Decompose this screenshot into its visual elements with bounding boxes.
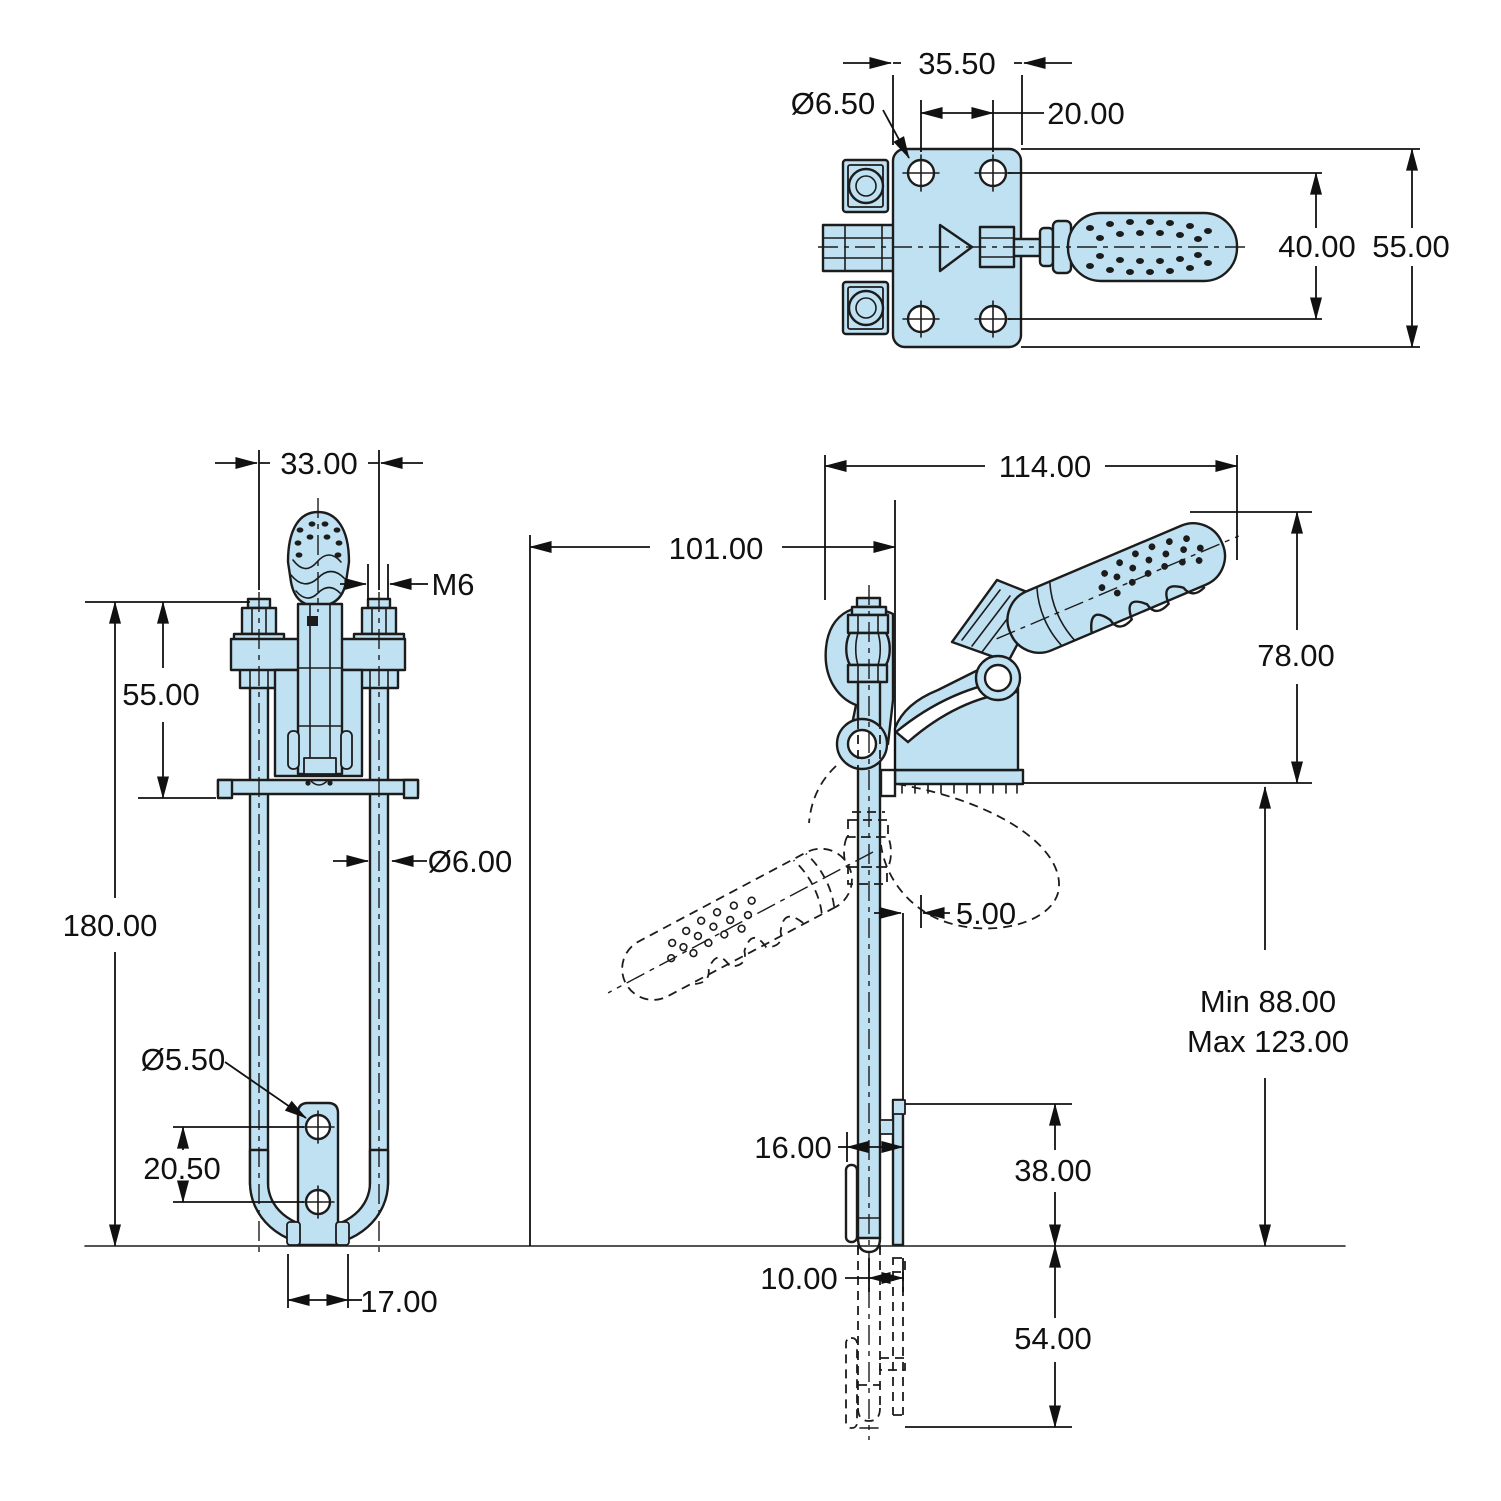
dim-body-height: 55.00 xyxy=(85,601,250,799)
dim-label-114-00: 114.00 xyxy=(999,449,1092,484)
front-view xyxy=(216,498,420,1255)
handle-grip-side xyxy=(996,522,1239,654)
plate-holes xyxy=(902,154,1012,338)
dim-label-10-00: 10.00 xyxy=(760,1261,838,1296)
dashed-grip-dots xyxy=(667,896,756,963)
dim-extension: 54.00 xyxy=(905,1245,1092,1428)
dim-label-17-00: 17.00 xyxy=(360,1284,438,1319)
pivot-hole xyxy=(846,728,878,760)
top-view-dimensions: 35.50 20.00 Ø6.50 40.00 55.00 xyxy=(791,46,1450,348)
dim-label-38-00: 38.00 xyxy=(1014,1153,1092,1188)
base-flange-side xyxy=(893,768,1025,794)
dim-label-180-00: 180.00 xyxy=(63,908,158,943)
dim-bracket-width: 17.00 xyxy=(287,1254,438,1319)
lever-boss-hole xyxy=(983,663,1013,693)
dim-bar-offset: 16.00 xyxy=(754,1130,904,1165)
side-view-dimensions: 114.00 101.00 78.00 Min 88.00 Max 123.00 xyxy=(529,449,1349,1428)
dim-label-20-50: 20.50 xyxy=(143,1151,221,1186)
dim-hole-spacing-v: 40.00 xyxy=(1008,172,1356,320)
dim-height-78: 78.00 xyxy=(1023,511,1335,784)
u-bracket-front xyxy=(286,1101,350,1247)
keeper-bar-side xyxy=(879,1098,906,1247)
dim-plate-offset: 5.00 xyxy=(874,895,1016,1100)
grip-dots-top xyxy=(1086,219,1212,275)
open-position-dashed xyxy=(607,690,1060,1429)
dim-label-min: Min 88.00 xyxy=(1200,984,1336,1019)
dim-label-m6: M6 xyxy=(431,567,474,602)
dim-plate-height: 55.00 xyxy=(1021,148,1450,348)
spring-clip-right xyxy=(340,730,353,770)
dim-rod-spacing: 33.00 xyxy=(215,446,423,590)
dim-thread: M6 xyxy=(340,564,475,602)
plate-notch xyxy=(879,768,897,798)
base-plate-front xyxy=(216,778,420,800)
dim-label-40-00: 40.00 xyxy=(1278,229,1356,264)
lower-nut-pad xyxy=(841,280,890,336)
dim-label-55-00-top: 55.00 xyxy=(1372,229,1450,264)
upper-nut-pad xyxy=(841,158,890,214)
dim-label-54-00: 54.00 xyxy=(1014,1321,1092,1356)
spring-clip-left xyxy=(287,730,300,770)
dim-label-16-00: 16.00 xyxy=(754,1130,832,1165)
dim-label-550: Ø5.50 xyxy=(141,1042,225,1077)
dim-handle-reach: 101.00 xyxy=(529,500,896,1246)
dim-bar-height: 38.00 xyxy=(905,1103,1092,1247)
dim-label-101-00: 101.00 xyxy=(669,531,764,566)
front-centerlines xyxy=(258,498,380,1255)
dim-overall-length: 114.00 xyxy=(824,449,1238,600)
dim-label-max: Max 123.00 xyxy=(1187,1024,1349,1059)
clevis xyxy=(938,223,974,273)
dim-stroke-minmax: Min 88.00 Max 123.00 xyxy=(1187,786,1349,1247)
dim-label-33-00: 33.00 xyxy=(280,446,358,481)
dim-label-35-50: 35.50 xyxy=(918,46,996,81)
dim-hole-spacing-h: 20.00 xyxy=(920,96,1125,152)
center-column-front xyxy=(296,602,344,776)
dim-label-78-00: 78.00 xyxy=(1257,638,1335,673)
dim-plate-width: 35.50 xyxy=(843,46,1072,145)
side-view xyxy=(607,522,1239,1440)
dim-label-20-00: 20.00 xyxy=(1047,96,1125,131)
dim-tip-offset: 10.00 xyxy=(760,1258,904,1296)
knob-dots-front xyxy=(294,521,343,558)
handle-knob-front xyxy=(286,510,351,608)
hidden-leg-side xyxy=(844,1163,859,1244)
front-view-dimensions: 33.00 M6 55.00 180.00 Ø6.00 xyxy=(63,446,513,1319)
dim-rod-dia: Ø6.00 xyxy=(333,844,512,879)
dim-overall-height: 180.00 xyxy=(63,601,158,1247)
ubolt-bend xyxy=(248,1148,390,1247)
dim-label-5-00: 5.00 xyxy=(956,896,1016,931)
dim-bracket-hole-dia: Ø5.50 xyxy=(141,1042,307,1119)
dim-hole-dia: Ø6.50 xyxy=(791,86,910,159)
dim-bracket-hole-spacing: 20.50 xyxy=(143,1126,304,1203)
dim-label-600: Ø6.00 xyxy=(428,844,512,879)
dim-label-55-00-front: 55.00 xyxy=(122,677,200,712)
grip-dots-side xyxy=(1098,535,1204,597)
top-view xyxy=(818,147,1250,349)
dim-label-650: Ø6.50 xyxy=(791,86,875,121)
